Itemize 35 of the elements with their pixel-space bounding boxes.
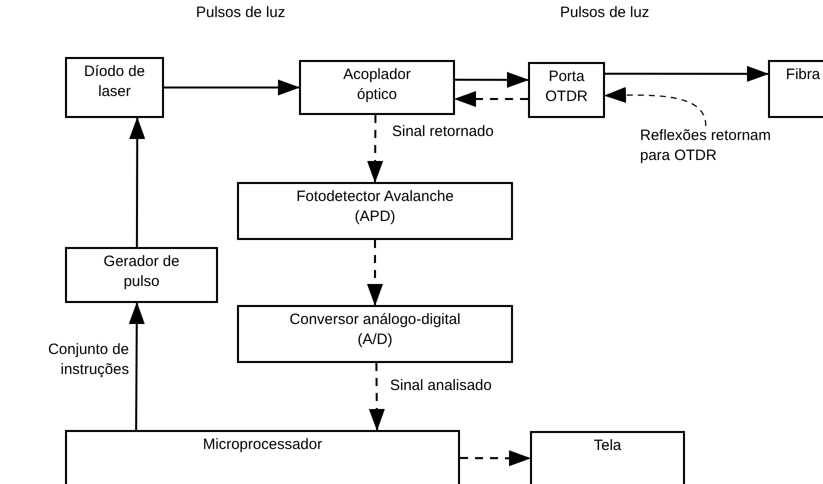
arrow — [454, 91, 528, 108]
process-box — [299, 60, 455, 115]
process-box — [237, 182, 513, 240]
edge-label: Sinal analisado — [390, 376, 492, 396]
box-label: Fibra — [784, 65, 822, 85]
arrow — [368, 362, 385, 431]
process-box — [768, 60, 823, 118]
signal-label: Pulsos de luz — [560, 3, 650, 23]
box-label: Acoplador óptico — [342, 65, 412, 106]
arrow — [460, 450, 531, 466]
box-label: Tela — [592, 436, 622, 456]
box-label: Microprocessador — [202, 435, 324, 455]
box-label: Conversor análogo-digital (A/D) — [288, 310, 462, 350]
arrow — [128, 302, 145, 430]
signal-label: Pulsos de luz — [196, 3, 286, 23]
process-box — [237, 305, 513, 363]
arrow — [164, 80, 300, 96]
arrow — [367, 115, 384, 183]
box-label: Porta OTDR — [544, 67, 589, 108]
box-label: Díodo de laser — [83, 62, 146, 102]
leader-line — [604, 87, 706, 126]
arrow — [129, 117, 146, 247]
edge-label: Sinal retornado — [392, 122, 494, 142]
arrow — [605, 66, 769, 82]
process-box — [65, 57, 164, 118]
callout-text: Reflexões retornam para OTDR — [640, 126, 780, 174]
process-box — [530, 431, 685, 484]
box-label: Gerador de pulso — [102, 252, 180, 292]
box-label: Fotodetector Avalanche (APD) — [295, 187, 455, 228]
process-box — [65, 430, 460, 484]
process-box — [65, 247, 218, 303]
edge-label: Conjunto de instruções — [47, 340, 129, 380]
arrow — [455, 72, 529, 88]
arrow — [367, 240, 383, 306]
process-box — [528, 62, 605, 118]
